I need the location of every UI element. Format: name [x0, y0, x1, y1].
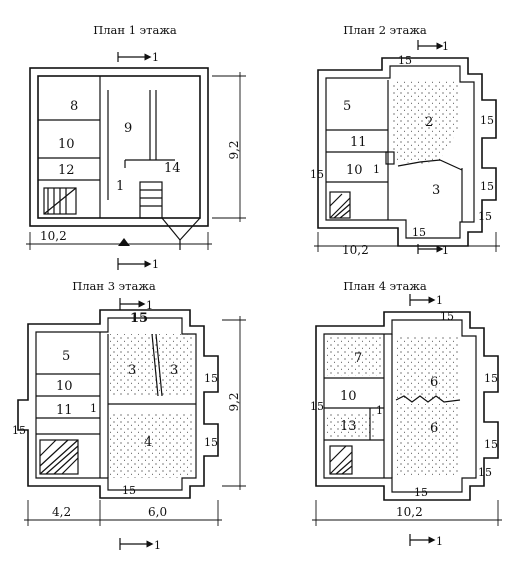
plan-3-room-10: 10 — [56, 379, 73, 394]
plan-2-room-15-right-1: 15 — [480, 114, 494, 127]
plan-2-room-15-top: 15 — [398, 54, 412, 67]
plan-3-dim-width: 4,2 6,0 — [24, 500, 222, 526]
plan-3-section-label-top: 1 — [146, 299, 153, 312]
plan-2-room-15-left: 15 — [310, 168, 324, 181]
plan-2-room-15-right-2: 15 — [480, 180, 494, 193]
plan-4-room-7: 7 — [354, 351, 362, 366]
plan-4-room-10: 10 — [340, 389, 357, 404]
plan-1-room-8: 8 — [70, 99, 78, 114]
plan-2-room-15-bottom: 15 — [412, 226, 426, 239]
plan-3-dotted-upper — [110, 334, 194, 396]
plan-2-title: План 2 этажа — [343, 23, 427, 37]
plan-2-room-11: 11 — [350, 135, 367, 150]
plan-2-room-2: 2 — [425, 115, 433, 130]
plan-2-room-1: 1 — [373, 163, 380, 176]
plan-4-room-15-right-1: 15 — [484, 372, 498, 385]
plan-3-section-mark-bottom: 1 — [119, 538, 161, 552]
plan-4-room-6-upper: 6 — [430, 375, 438, 390]
plan-4-room-15-top: 15 — [440, 310, 454, 323]
plan-4-section-mark-top: 1 — [409, 294, 443, 307]
plan-3-room-15-bottom: 15 — [122, 484, 136, 497]
plan-4-title: План 4 этажа — [343, 279, 427, 293]
plan-2-room-15-right-3: 15 — [478, 210, 492, 223]
plan-1-section-label-bottom: 1 — [152, 258, 159, 271]
plan-3: План 3 этажа 5 3 3 10 11 1 4 15 15 15 15… — [12, 279, 246, 552]
plan-1-section-mark-bottom: 1 — [117, 258, 159, 271]
plan-3-room-1: 1 — [90, 402, 97, 415]
plan-3-width-left-label: 4,2 — [52, 505, 71, 519]
plan-4-room-15-right-2: 15 — [484, 438, 498, 451]
plan-2-room-3: 3 — [432, 183, 440, 198]
plan-3-room-5: 5 — [62, 349, 70, 364]
plan-4-section-label-bottom: 1 — [436, 535, 443, 548]
plan-3-dotted-lower — [110, 412, 194, 478]
plan-3-room-11: 11 — [56, 403, 73, 418]
plan-4-section-mark-bottom: 1 — [409, 534, 443, 548]
plan-3-room-3-b: 3 — [170, 363, 178, 378]
plan-1-dim-width: 10,2 — [26, 229, 212, 250]
plan-3-stair — [39, 439, 79, 475]
plan-1-room-1: 1 — [116, 179, 124, 194]
plan-3-room-15-right-1: 15 — [204, 372, 218, 385]
plan-1-room-10: 10 — [58, 137, 75, 152]
plan-2-section-label-bottom: 1 — [442, 244, 449, 257]
plan-4-dotted-lower — [396, 404, 460, 476]
plan-3-dim-height: 9,2 — [222, 316, 246, 490]
plan-1-room-14: 14 — [164, 161, 181, 176]
plan-3-section-mark-top: 1 — [119, 298, 153, 312]
plan-3-room-3-a: 3 — [128, 363, 136, 378]
plan-1-stair — [43, 187, 77, 215]
plan-2-room-5: 5 — [343, 99, 351, 114]
plan-2-dotted-area — [392, 80, 458, 165]
plan-4-room-15-right-3: 15 — [478, 466, 492, 479]
plan-3-title: План 3 этажа — [72, 279, 156, 293]
plan-4-dotted-left — [326, 336, 382, 376]
plan-2-dim-width: 10,2 — [314, 232, 500, 257]
plan-4-dotted-upper — [396, 336, 460, 398]
plan-3-height-label: 9,2 — [227, 392, 241, 411]
plan-1-height-label: 9,2 — [227, 140, 241, 159]
plan-2-section-mark-top: 1 — [417, 40, 449, 53]
plan-3-room-15-left: 15 — [12, 424, 26, 437]
plan-2-width-label: 10,2 — [342, 243, 369, 257]
plan-2-section-label-top: 1 — [442, 40, 449, 53]
plan-1-room-12: 12 — [58, 163, 75, 178]
plan-4-section-label-top: 1 — [436, 294, 443, 307]
plan-4-room-15-left: 15 — [310, 400, 324, 413]
plan-2-room-10: 10 — [346, 163, 363, 178]
plan-4-width-label: 10,2 — [396, 505, 423, 519]
plan-3-room-15-right-2: 15 — [204, 436, 218, 449]
plan-1-section-mark-top: 1 — [117, 51, 159, 64]
plan-2-section-mark-bottom: 1 — [417, 244, 449, 257]
plan-1-section-label-top: 1 — [152, 51, 159, 64]
plan-4-room-6-lower: 6 — [430, 421, 438, 436]
plan-4: План 4 этажа 1 7 6 10 1 13 6 15 — [310, 279, 502, 548]
plan-3-room-15-top: 15 — [130, 311, 148, 326]
plan-1-dim-height: 9,2 — [212, 72, 246, 222]
plan-4-room-15-bottom: 15 — [414, 486, 428, 499]
plan-4-stair — [329, 445, 353, 475]
plan-1: План 1 этажа 1 — [26, 23, 246, 271]
plan-2: План 2 этажа 1 5 2 11 10 1 3 15 15 — [310, 23, 500, 257]
plan-4-room-13: 13 — [340, 419, 357, 434]
plan-4-dim-width: 10,2 — [312, 500, 502, 526]
plan-1-width-label: 10,2 — [40, 229, 67, 243]
plan-3-room-4: 4 — [144, 435, 152, 450]
plan-3-width-right-label: 6,0 — [148, 505, 167, 519]
plan-2-stair — [329, 191, 351, 219]
plan-3-section-label-bottom: 1 — [154, 539, 161, 552]
plan-4-room-1: 1 — [376, 404, 383, 417]
plan-1-room-9: 9 — [124, 121, 132, 136]
plan-1-title: План 1 этажа — [93, 23, 177, 37]
